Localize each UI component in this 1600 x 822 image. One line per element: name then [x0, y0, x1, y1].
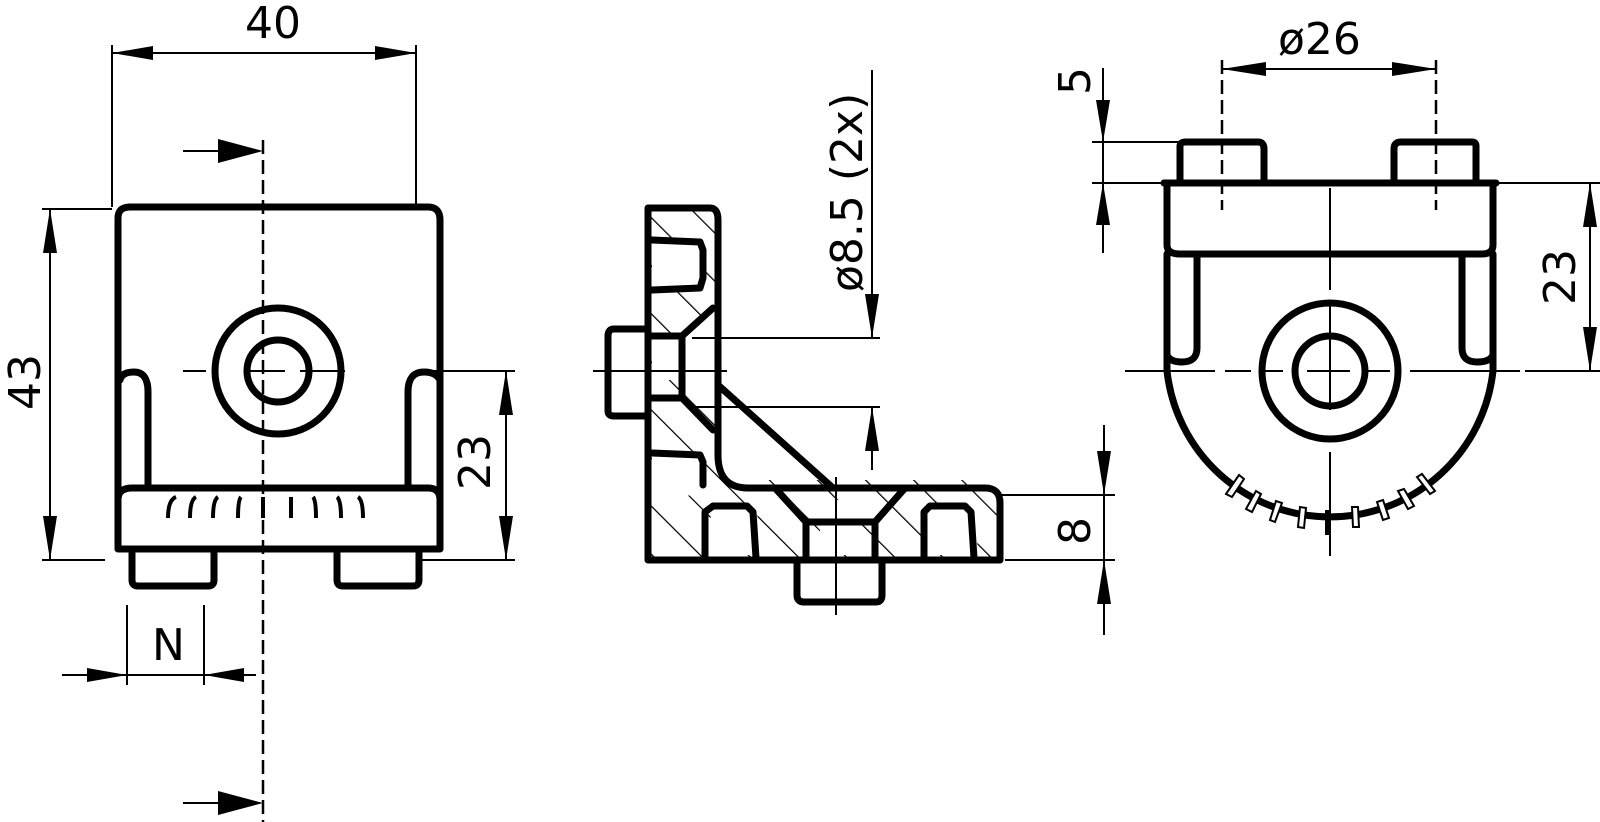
- serration-marks: [166, 495, 365, 519]
- dim-hole-diameter-label: ø8.5 (2x): [822, 93, 873, 292]
- serration-marks: [1224, 472, 1437, 535]
- side-view: ø26 5 23: [1050, 14, 1600, 556]
- dim-side-hole-height-label: 23: [1535, 249, 1586, 305]
- dim-thickness-label: 8: [1050, 517, 1101, 545]
- dim-height-label: 43: [0, 354, 51, 410]
- section-view: ø8.5 (2x) 8: [593, 70, 1115, 635]
- dim-width-label: 40: [245, 0, 301, 49]
- front-view: 40 43 23 N: [0, 0, 515, 822]
- dim-lug-height-label: 5: [1050, 67, 1101, 95]
- dim-slot-label: N: [152, 620, 185, 671]
- dim-bolt-circle-label: ø26: [1278, 14, 1361, 65]
- dim-hole-height-label: 23: [450, 434, 501, 490]
